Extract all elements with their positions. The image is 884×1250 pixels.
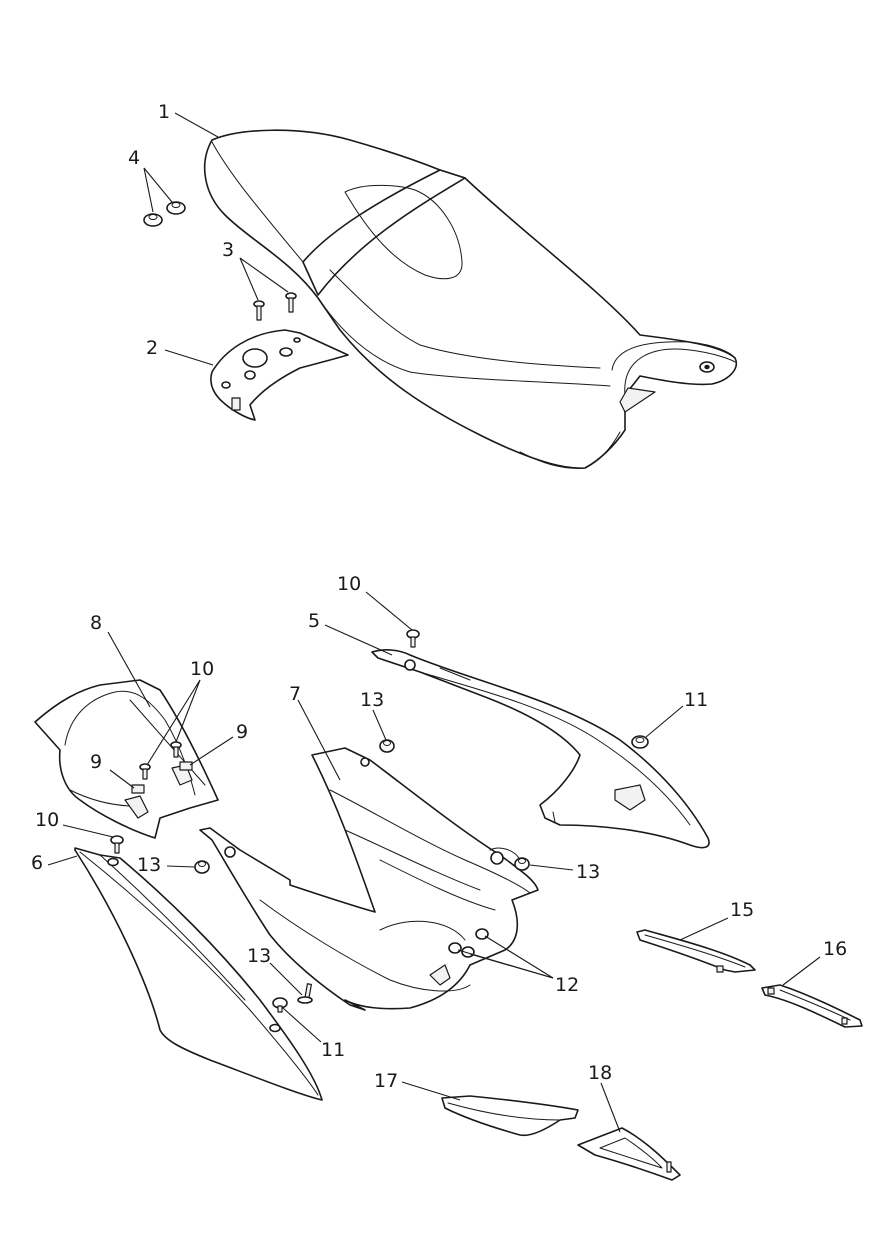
wellnut-part-13-top: [379, 739, 395, 753]
callout-13-bottom: 13: [247, 945, 271, 967]
tail-panel-part-7: [199, 747, 539, 1011]
callout-13-left: 13: [137, 854, 161, 876]
callout-12: 12: [555, 974, 579, 996]
callout-10-lower: 10: [35, 809, 59, 831]
callout-17: 17: [374, 1070, 398, 1092]
callout-5: 5: [308, 610, 320, 632]
screw-part-10-mid: [139, 741, 182, 780]
trim-part-16: [761, 984, 863, 1028]
callout-6: 6: [31, 852, 43, 874]
side-panel-part-6: [74, 847, 323, 1101]
seat-bracket-part-2: [210, 329, 349, 421]
trim-part-15: [636, 929, 756, 973]
callout-9-right: 9: [236, 721, 248, 743]
undertray-part-8: [34, 679, 219, 839]
clip-part-9: [131, 761, 193, 794]
callout-4: 4: [128, 147, 140, 169]
trim-part-17: [441, 1095, 579, 1137]
screw-part-10-top: [406, 629, 420, 648]
callout-2: 2: [146, 337, 158, 359]
wellnut-part-12: [448, 928, 489, 958]
callout-18: 18: [588, 1062, 612, 1084]
screw-part-13-bottom: [297, 983, 313, 1004]
callout-10-mid: 10: [190, 658, 214, 680]
callout-10-top: 10: [337, 573, 361, 595]
seat-part-1: [203, 129, 737, 469]
wellnut-part-11-top: [631, 735, 649, 749]
leader-lines: [47, 112, 821, 1133]
callout-labels: 1 4 3 2 10 5 8 10 7 13 11 9 9 10 6 13 13…: [31, 101, 847, 1092]
callout-13-top: 13: [360, 689, 384, 711]
callout-8: 8: [90, 612, 102, 634]
wellnut-part-11-bottom: [272, 997, 288, 1013]
tail-cover-part-5: [371, 649, 710, 849]
callout-13-right: 13: [576, 861, 600, 883]
screw-part-10-lower: [110, 835, 124, 854]
grommet-part-4: [143, 201, 186, 227]
callout-15: 15: [730, 899, 754, 921]
callout-11-top: 11: [684, 689, 708, 711]
callout-3: 3: [222, 239, 234, 261]
callout-16: 16: [823, 938, 847, 960]
trim-part-18: [577, 1127, 681, 1181]
screw-part-3: [253, 292, 297, 321]
callout-9-left: 9: [90, 751, 102, 773]
callout-1: 1: [158, 101, 170, 123]
callout-7: 7: [289, 683, 301, 705]
wellnut-part-13-left: [194, 860, 210, 874]
callout-11-bottom: 11: [321, 1039, 345, 1061]
wellnut-part-13-right: [514, 857, 530, 871]
